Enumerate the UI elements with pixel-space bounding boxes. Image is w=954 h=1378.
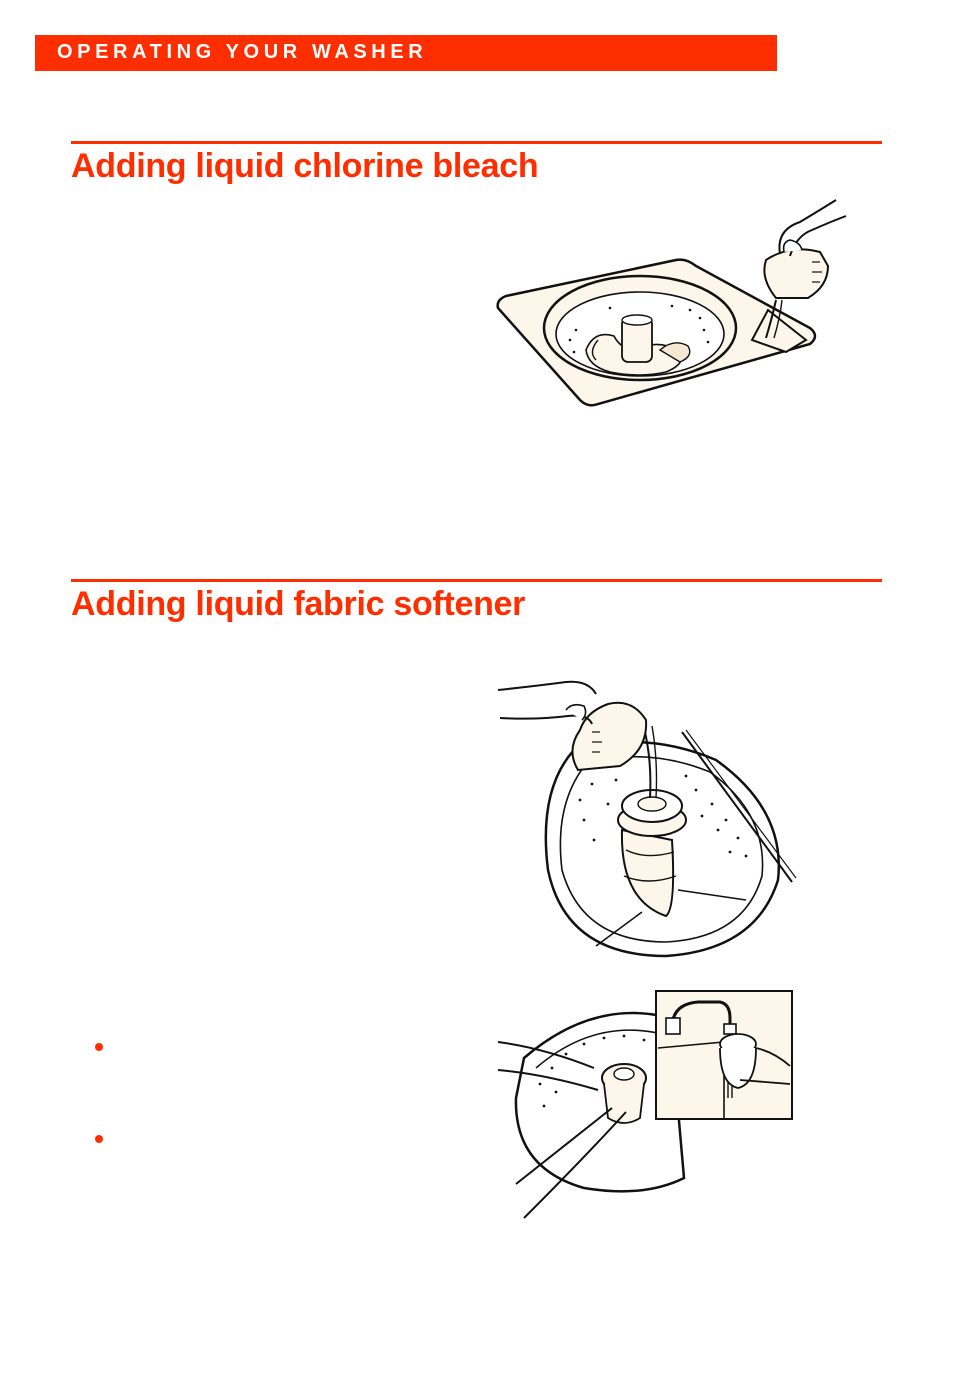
list-bullet <box>95 1135 103 1143</box>
bleach-pour-illustration <box>496 199 847 407</box>
section-title-bleach: Adding liquid chlorine bleach <box>71 147 539 185</box>
list-bullet <box>95 1043 103 1051</box>
section-title-softener: Adding liquid fabric softener <box>71 585 526 623</box>
softener-pour-illustration <box>497 680 797 958</box>
header-label: OPERATING YOUR WASHER <box>57 41 428 63</box>
header-band: OPERATING YOUR WASHER <box>35 35 777 71</box>
dispenser-fill-illustration <box>497 990 793 1219</box>
section-rule-softener <box>71 579 882 582</box>
section-rule-bleach <box>71 141 882 144</box>
